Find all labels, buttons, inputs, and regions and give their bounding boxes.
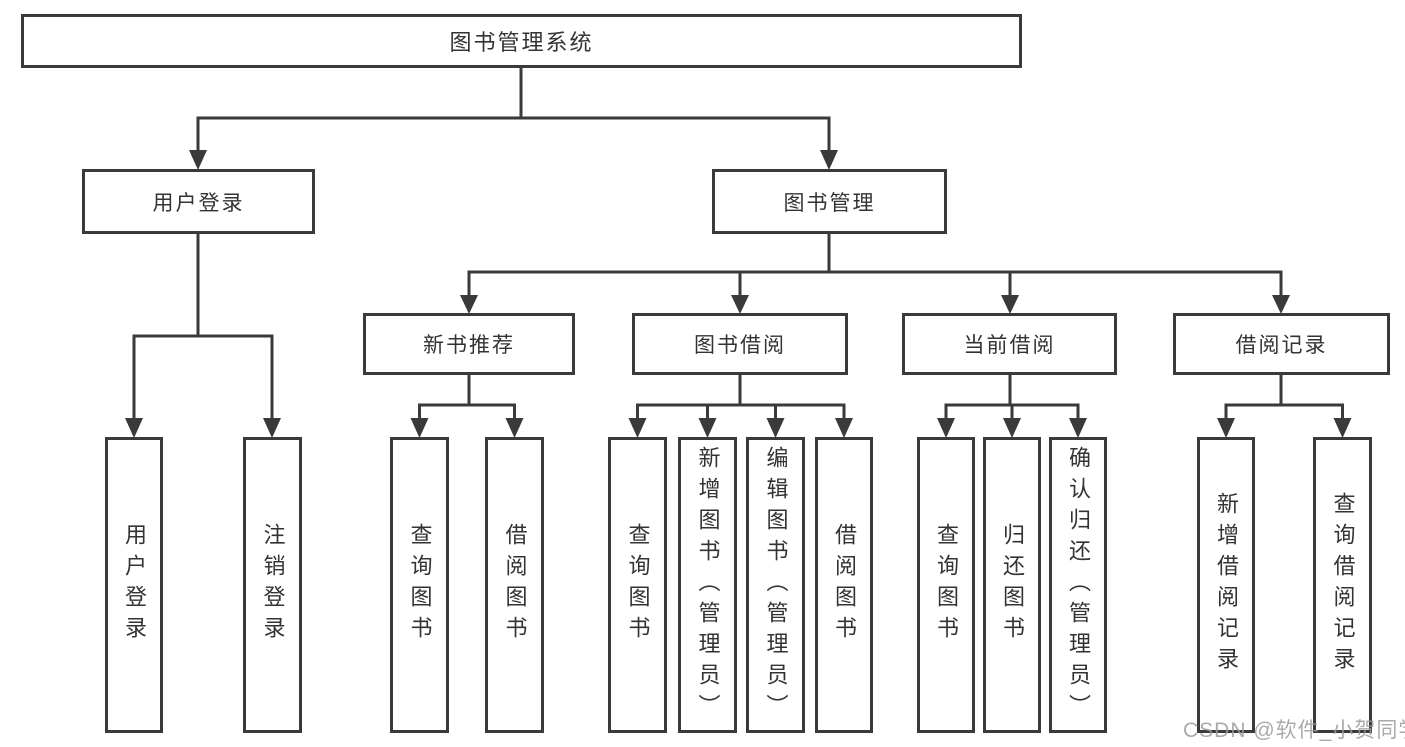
node-label: 借阅图书 [832,523,857,647]
node-leaf-nbr-borrow-books: 借阅图书 [485,437,544,733]
node-leaf-cb-confirm-return-admin: 确认归还（管理员） [1049,437,1107,733]
connector-segments [132,66,1344,422]
node-leaf-bb-borrow-books: 借阅图书 [815,437,873,733]
node-label: 当前借阅 [963,334,1056,357]
node-book-management: 图书管理 [712,169,947,234]
node-label: 用户登录 [152,191,245,215]
node-library-management-system: 图书管理系统 [21,14,1022,68]
node-leaf-user-login: 用户登录 [105,437,163,733]
node-leaf-cb-search-books: 查询图书 [917,437,975,733]
node-leaf-br-search-record: 查询借阅记录 [1313,437,1372,733]
node-label: 图书管理系统 [449,30,594,55]
node-leaf-bb-search-books: 查询图书 [608,437,667,733]
node-user-login: 用户登录 [82,169,315,234]
node-label: 用户登录 [122,523,147,647]
csdn-watermark: CSDN @软件_小贺同学 [1183,719,1405,742]
node-leaf-cb-return-books: 归还图书 [983,437,1041,733]
node-leaf-bb-add-books-admin: 新增图书（管理员） [678,437,737,733]
node-label: 查询借阅记录 [1330,492,1356,678]
node-new-book-recommendation: 新书推荐 [363,313,575,375]
node-label: 查询图书 [934,523,959,647]
node-leaf-nbr-search-books: 查询图书 [390,437,449,733]
node-label: 新书推荐 [423,334,515,357]
node-label: 确认归还（管理员） [1066,445,1091,725]
node-label: 图书借阅 [694,334,786,357]
node-label: 查询图书 [625,523,651,647]
node-label: 借阅图书 [502,523,528,647]
node-label: 编辑图书（管理员） [763,445,789,725]
node-borrowing-records: 借阅记录 [1173,313,1390,375]
node-label: 查询图书 [407,523,433,647]
node-label: 图书管理 [783,191,876,215]
node-label: 借阅记录 [1235,334,1328,357]
arrowheads [125,150,1352,438]
node-label: 注销登录 [260,523,286,647]
node-book-borrowing: 图书借阅 [632,313,848,375]
node-leaf-logout: 注销登录 [243,437,302,733]
node-label: 新增图书（管理员） [695,445,721,725]
node-current-borrowing: 当前借阅 [902,313,1117,375]
node-label: 新增借阅记录 [1214,492,1239,678]
node-label: 归还图书 [1000,523,1025,647]
node-leaf-br-add-record: 新增借阅记录 [1197,437,1255,733]
node-leaf-bb-edit-books-admin: 编辑图书（管理员） [746,437,805,733]
